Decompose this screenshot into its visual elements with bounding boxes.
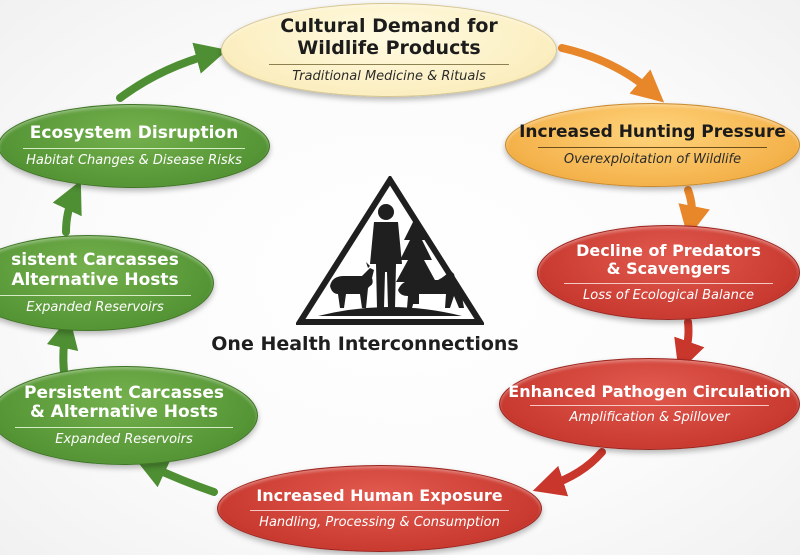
node-subtitle: Loss of Ecological Balance [583, 287, 754, 303]
node-subtitle: Habitat Changes & Disease Risks [26, 153, 242, 169]
node-subtitle: Overexploitation of Wildlife [563, 152, 742, 168]
node-ecosystem-disruption: Ecosystem Disruption Habitat Changes & D… [0, 104, 270, 188]
one-health-triangle-icon [296, 176, 484, 325]
node-subtitle: Amplification & Spillover [569, 410, 730, 426]
arrow-carcasses-to-ecosystem [52, 180, 82, 236]
node-title: Persistent Carcasses& Alternative Hosts [23, 382, 224, 422]
node-carcasses-lower: Persistent Carcasses& Alternative Hosts … [0, 366, 258, 465]
arrow-carcasses-to-carcasses [46, 316, 79, 376]
node-subtitle: Expanded Reservoirs [55, 432, 193, 448]
node-title: Increased Hunting Pressure [519, 121, 786, 142]
arrow-ecosystem-to-demand [116, 42, 228, 102]
node-pathogen-circulation: Enhanced Pathogen Circulation Amplificat… [499, 358, 800, 450]
node-subtitle: Handling, Processing & Consumption [259, 514, 500, 530]
node-divider [23, 148, 245, 150]
human-figure-icon [370, 204, 402, 308]
arrow-predators-to-pathogen [674, 318, 705, 373]
node-decline-predators: Decline of Predators& Scavengers Loss of… [537, 225, 800, 320]
node-title: Ecosystem Disruption [29, 122, 239, 143]
cow-icon [330, 262, 374, 308]
node-divider [0, 294, 191, 296]
arrow-pathogen-to-exposure [532, 448, 606, 497]
node-divider [250, 509, 509, 511]
node-human-exposure: Increased Human Exposure Handling, Proce… [217, 465, 542, 552]
node-divider [14, 427, 234, 429]
arrow-exposure-to-carcasses [135, 458, 218, 496]
node-divider [529, 405, 770, 407]
arrow-demand-to-hunting [558, 44, 665, 103]
arrow-hunting-to-predators [678, 186, 710, 238]
node-hunting-pressure: Increased Hunting Pressure Overexploitat… [505, 103, 800, 187]
node-divider [268, 63, 510, 65]
node-title: Enhanced Pathogen Circulation [508, 381, 791, 401]
node-divider [538, 147, 767, 149]
node-title: Increased Human Exposure [256, 486, 503, 506]
node-subtitle: Expanded Reservoirs [26, 299, 164, 315]
node-divider [564, 282, 773, 284]
center-title: One Health Interconnections [211, 333, 519, 355]
dog-icon [398, 270, 464, 308]
node-subtitle: Traditional Medicine & Rituals [292, 68, 486, 84]
node-title: Decline of Predators& Scavengers [576, 241, 761, 278]
